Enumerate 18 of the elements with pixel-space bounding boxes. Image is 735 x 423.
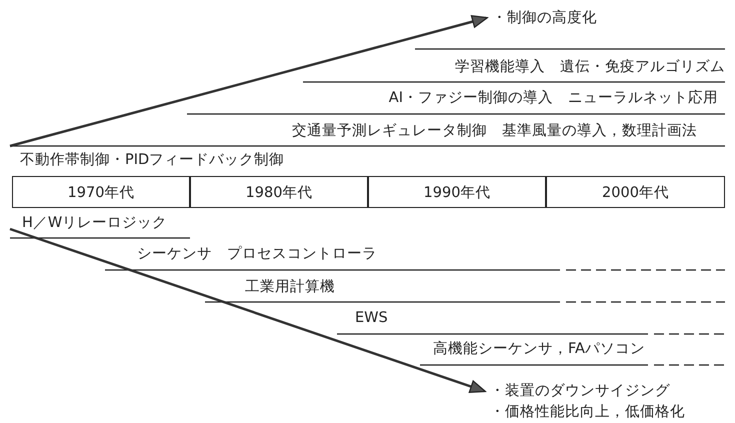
bullet-text: ・装置のダウンサイジング xyxy=(490,382,671,401)
timeline-label: 学習機能導入 遺伝・免疫アルゴリズム xyxy=(455,58,725,76)
bullet-text: ・制御の高度化 xyxy=(492,8,597,28)
timeline-label: AI・ファジー制御の導入 ニューラルネット応用 xyxy=(388,89,718,107)
timeline-label: 工業用計算機 xyxy=(245,278,335,296)
arrow xyxy=(10,228,486,393)
timeline-label: 高機能シーケンサ，FAパソコン xyxy=(433,340,645,358)
timeline-label: H／Wリレーロジック xyxy=(22,214,168,232)
decade-cell: 1990年代 xyxy=(368,176,546,208)
timeline-label: EWS xyxy=(355,309,388,327)
timeline-label: シーケンサ プロセスコントローラ xyxy=(137,245,377,263)
bullet-text: ・価格性能比向上，低価格化 xyxy=(490,403,685,422)
timeline-label: 交通量予測レギュレータ制御 基準風量の導入，数理計画法 xyxy=(292,122,697,140)
decade-cell: 2000年代 xyxy=(546,176,725,208)
arrow xyxy=(10,15,488,148)
timeline-label: 不動作帯制御・PIDフィードバック制御 xyxy=(20,151,284,169)
decade-cell: 1970年代 xyxy=(12,176,190,208)
decade-cell: 1980年代 xyxy=(190,176,368,208)
